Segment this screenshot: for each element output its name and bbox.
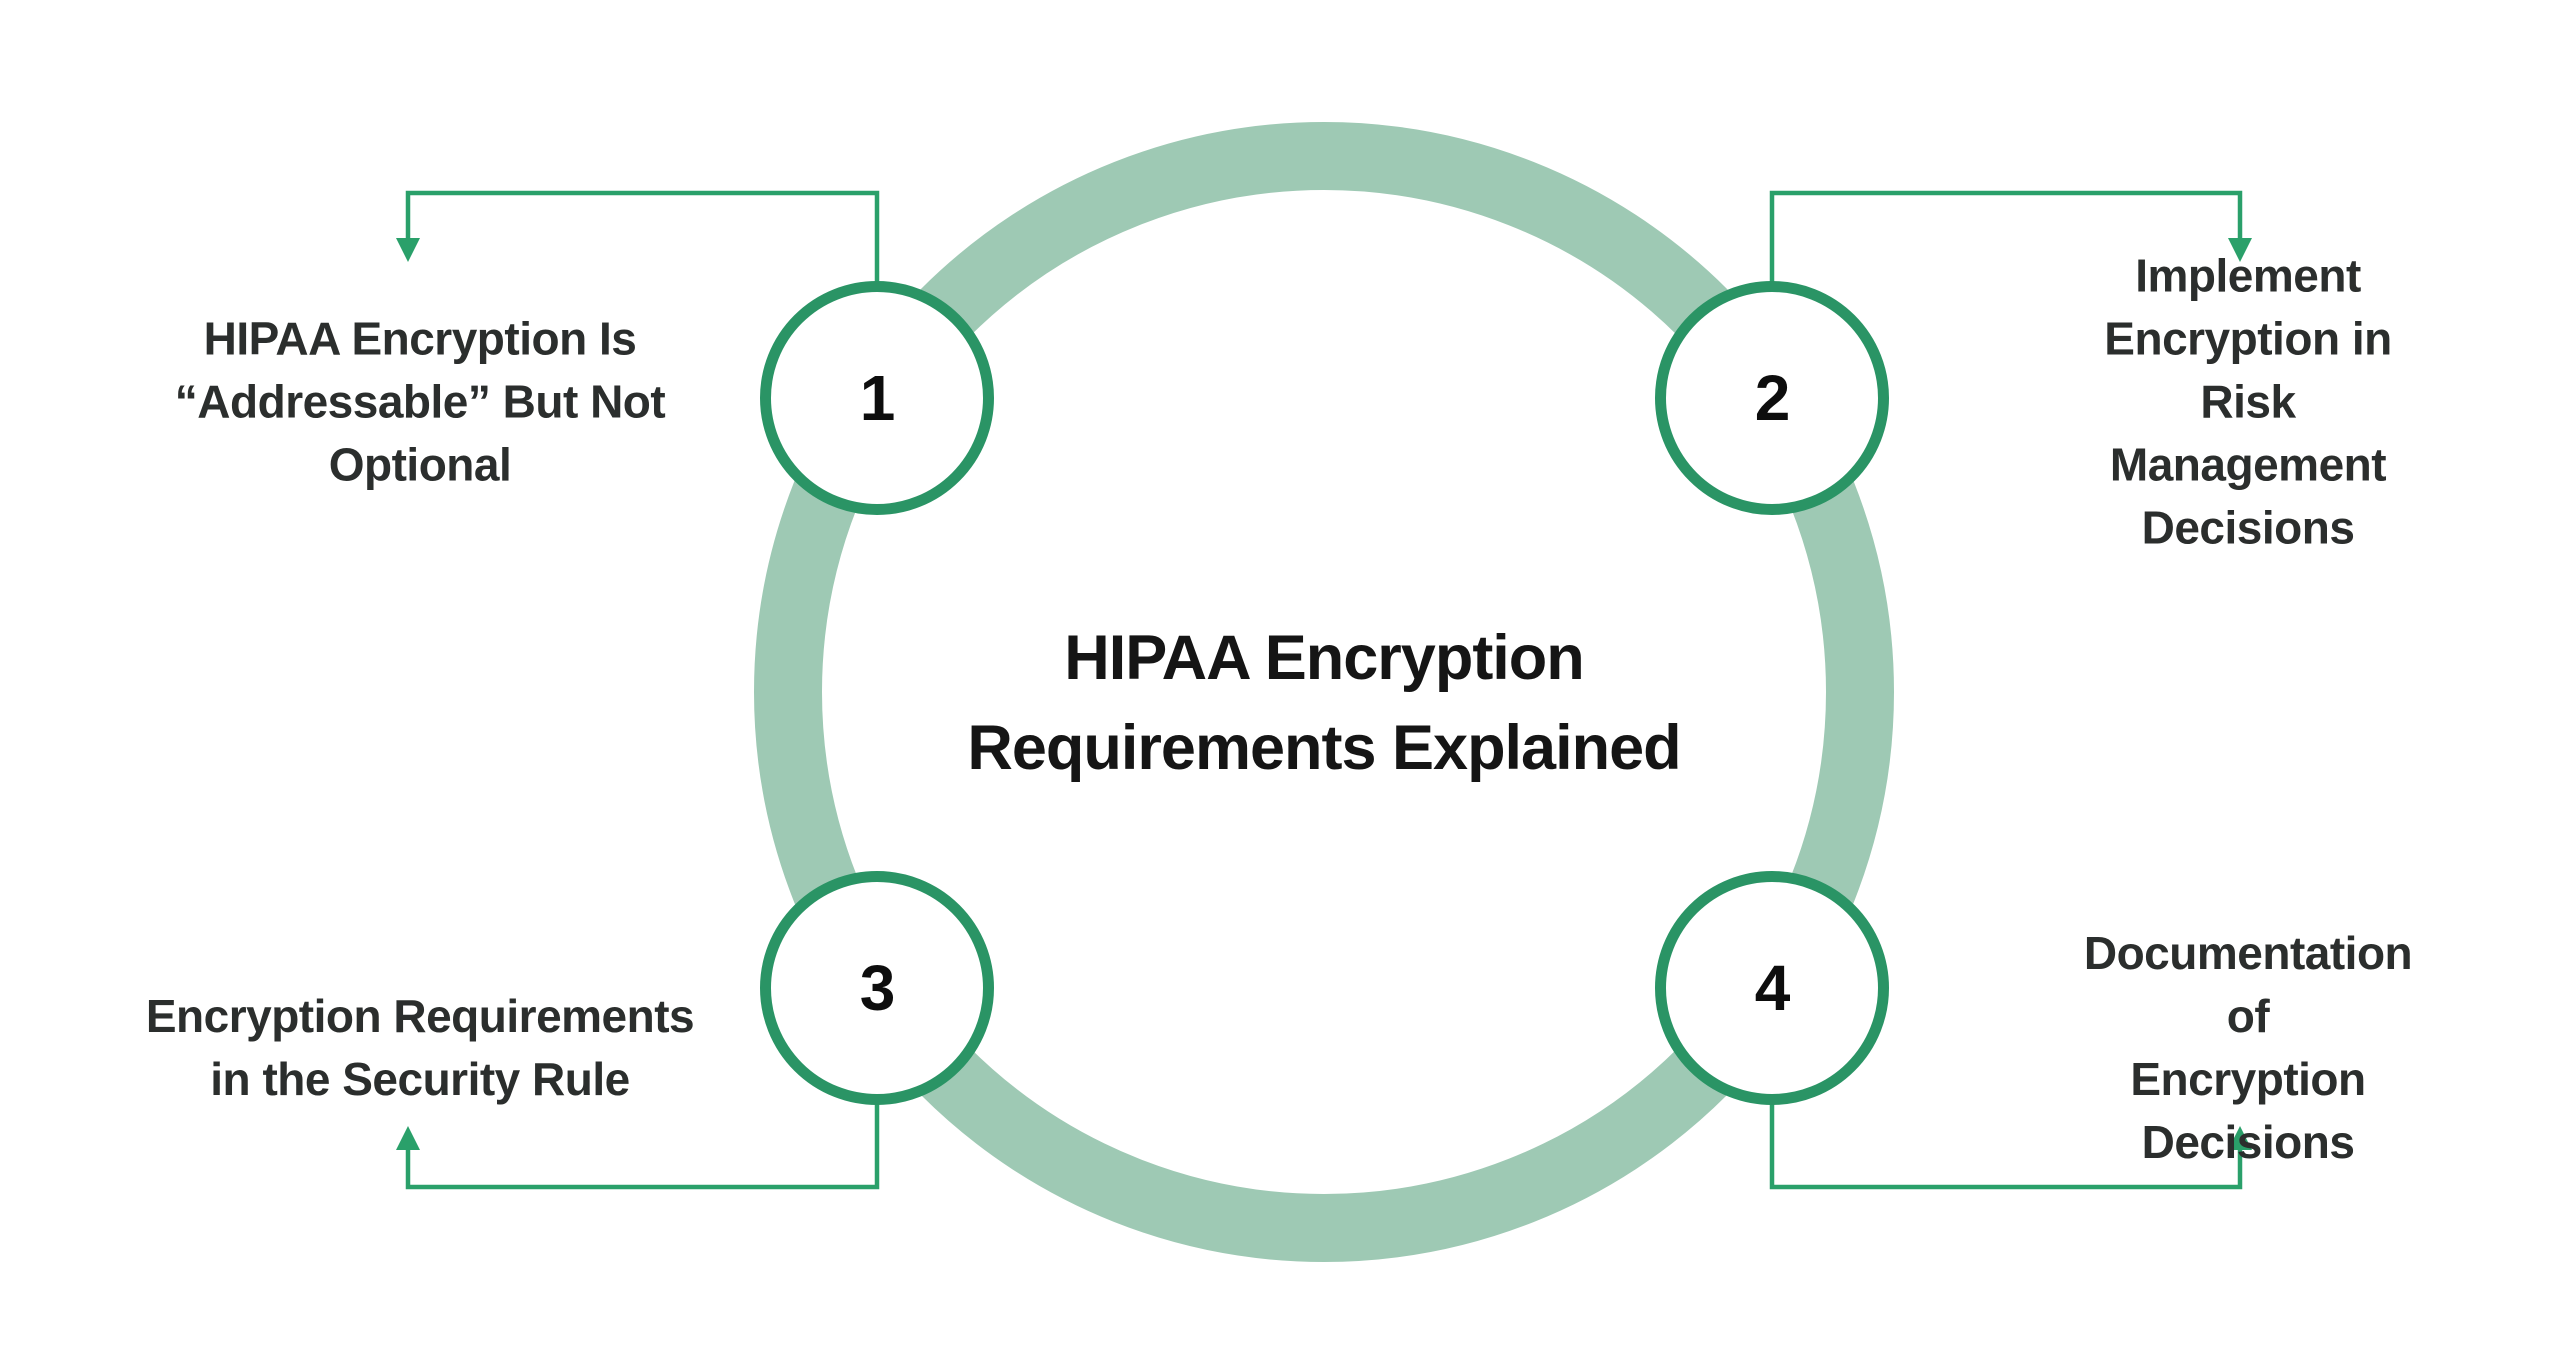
step-3-number: 3 xyxy=(859,952,896,1024)
step-1-circle: 1 xyxy=(760,281,994,515)
arrow-up-icon xyxy=(2228,1126,2252,1150)
step-4-label: Documentation of Encryption Decisions xyxy=(2083,927,2413,1168)
step-4-circle: 4 xyxy=(1655,871,1889,1105)
arrow-up-icon xyxy=(396,1126,420,1150)
ring-shape xyxy=(754,122,1894,1262)
connector-bottom-right xyxy=(1769,1102,2243,1190)
connector-top-right xyxy=(1769,190,2243,283)
step-2-number: 2 xyxy=(1754,362,1791,434)
step-1-label: HIPAA Encryption Is “Addressable” But No… xyxy=(174,312,666,491)
step-2-circle: 2 xyxy=(1655,281,1889,515)
diagram-title: HIPAA Encryption Requirements Explained xyxy=(967,623,1681,783)
arrow-down-icon xyxy=(396,238,420,262)
step-1-number: 1 xyxy=(859,362,896,434)
step-4-number: 4 xyxy=(1754,952,1791,1024)
step-3-circle: 3 xyxy=(760,871,994,1105)
arrow-down-icon xyxy=(2228,238,2252,262)
step-3-label: Encryption Requirements in the Security … xyxy=(145,990,695,1105)
connector-bottom-left xyxy=(405,1102,880,1190)
step-2-label: Implement Encryption in Risk Management … xyxy=(2104,249,2392,554)
connector-top-left xyxy=(405,190,880,283)
